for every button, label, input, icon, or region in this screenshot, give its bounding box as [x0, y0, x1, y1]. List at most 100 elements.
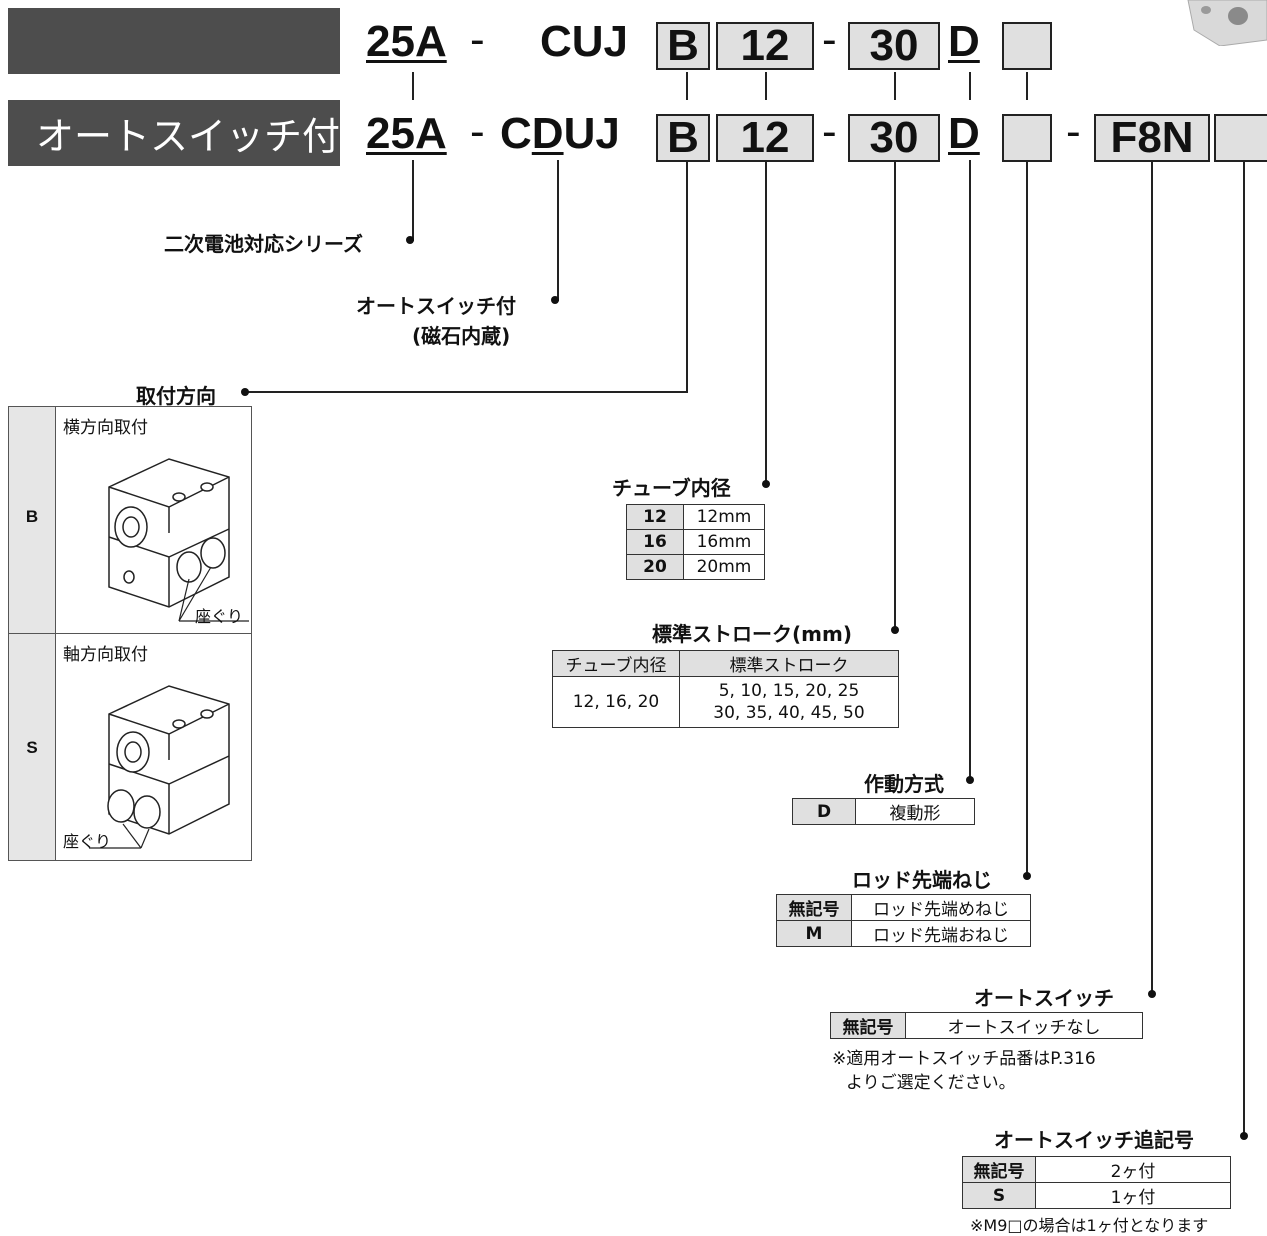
action-code: D: [792, 798, 856, 825]
mounting-name-s: 軸方向取付: [63, 645, 148, 665]
mounting-code-s: S: [26, 738, 38, 757]
switch-dot: [1148, 990, 1156, 998]
rod-value: ロッド先端おねじ: [851, 920, 1031, 947]
rod-code: M: [776, 920, 852, 947]
table-row: 無記号ロッド先端めねじ: [776, 894, 1031, 921]
count-dot: [1240, 1132, 1248, 1140]
row1-stroke-box: 30: [848, 22, 940, 70]
cylinder-photo-icon: [1187, 0, 1267, 46]
switch-code: 無記号: [830, 1012, 906, 1039]
mounting-option-s: S 軸方向取付 座ぐり: [8, 633, 252, 861]
count-value: 1ヶ付: [1035, 1182, 1231, 1209]
row1-action-code: D: [948, 17, 980, 66]
bore-label: チューブ内径: [612, 476, 731, 500]
rod-value: ロッド先端めねじ: [851, 894, 1031, 921]
stroke-header-bore: チューブ内径: [552, 650, 680, 677]
rod-dot: [1023, 872, 1031, 880]
mounting-code-cell: S: [9, 634, 56, 860]
stroke-header-stroke: 標準ストローク: [679, 650, 899, 677]
row1-bore-box: 12: [716, 22, 814, 70]
action-label: 作動方式: [864, 772, 944, 796]
count-code: 無記号: [962, 1156, 1036, 1183]
mounting-dot: [241, 388, 249, 396]
row1-dash: -: [470, 15, 485, 64]
rod-thread-label: ロッド先端ねじ: [852, 868, 992, 892]
row2-bore-box: 12: [716, 114, 814, 162]
row2-dash2: -: [822, 107, 837, 156]
switch-note-2: よりご選定ください。: [846, 1073, 1016, 1093]
autoswitch-label: オートスイッチ: [974, 986, 1114, 1010]
count-value: 2ヶ付: [1035, 1156, 1231, 1183]
row2-dash3: -: [1066, 107, 1081, 156]
mounting-note-b: 座ぐり: [195, 607, 244, 626]
row2-bar: オートスイッチ付: [8, 100, 340, 166]
rod-code: 無記号: [776, 894, 852, 921]
mounting-name-b: 横方向取付: [63, 418, 148, 438]
stroke-values-2: 30, 35, 40, 45, 50: [713, 703, 865, 723]
row1-model-code: CUJ: [540, 17, 629, 66]
row2-switch-box: F8N: [1094, 114, 1210, 162]
row1-thread-box: [1002, 22, 1052, 70]
switch-value: オートスイッチなし: [905, 1012, 1143, 1039]
table-row: 無記号オートスイッチなし: [830, 1012, 1143, 1039]
row2-stroke-box: 30: [848, 114, 940, 162]
row1-series-code: 25A: [366, 17, 447, 66]
mounting-code-b: B: [25, 507, 39, 526]
bore-code: 12: [626, 504, 684, 530]
action-value: 複動形: [855, 798, 975, 825]
row2-thread-box: [1002, 114, 1052, 162]
bore-code: 20: [626, 554, 684, 580]
series-label: 二次電池対応シリーズ: [164, 232, 363, 256]
bore-value: 20mm: [683, 554, 765, 580]
count-code: S: [962, 1182, 1036, 1209]
row2-switch-suffix-box: [1214, 114, 1267, 162]
bore-dot: [762, 480, 770, 488]
cylinder-side-mount-icon: [108, 458, 249, 622]
switch-count-label: オートスイッチ追記号: [994, 1128, 1194, 1152]
bore-value: 12mm: [683, 504, 765, 530]
mounting-label: 取付方向: [136, 384, 216, 408]
bore-value: 16mm: [683, 529, 765, 555]
mounting-code-cell: B: [9, 407, 56, 633]
row2-series-code: 25A: [366, 109, 447, 158]
table-row: チューブ内径標準ストローク: [552, 650, 899, 677]
mounting-option-b: B 横方向取付 座ぐり: [8, 406, 252, 634]
series-dot: [406, 236, 414, 244]
row2-dash: -: [470, 107, 485, 156]
row2-bar-label: オートスイッチ付: [36, 114, 341, 159]
row1-bar: [8, 8, 340, 74]
row2-model-code: CDUJ: [500, 109, 620, 158]
stroke-bore-cell: 12, 16, 20: [552, 676, 680, 728]
autoswitch-table: 無記号オートスイッチなし: [830, 1012, 1143, 1039]
mounting-note-s: 座ぐり: [63, 832, 112, 851]
autoswitch-magnet-sub: (磁石内蔵): [412, 324, 511, 348]
autoswitch-magnet-dot: [551, 296, 559, 304]
cylinder-axial-mount-icon: [89, 685, 230, 849]
row2-action-code: D: [948, 109, 980, 158]
stroke-dot: [891, 626, 899, 634]
stroke-table: チューブ内径標準ストローク 12, 16, 20 5, 10, 15, 20, …: [552, 650, 899, 728]
stroke-label: 標準ストローク(mm): [652, 622, 852, 646]
row1-mount-box: B: [656, 22, 710, 70]
row1-dash2: -: [822, 15, 837, 64]
action-dot: [966, 776, 974, 784]
switch-count-note: ※M9□の場合は1ヶ付となります: [970, 1216, 1209, 1235]
row2-mount-box: B: [656, 114, 710, 162]
stroke-values-1: 5, 10, 15, 20, 25: [718, 681, 860, 701]
switch-note-1: ※適用オートスイッチ品番はP.316: [832, 1049, 1096, 1069]
bore-code: 16: [626, 529, 684, 555]
